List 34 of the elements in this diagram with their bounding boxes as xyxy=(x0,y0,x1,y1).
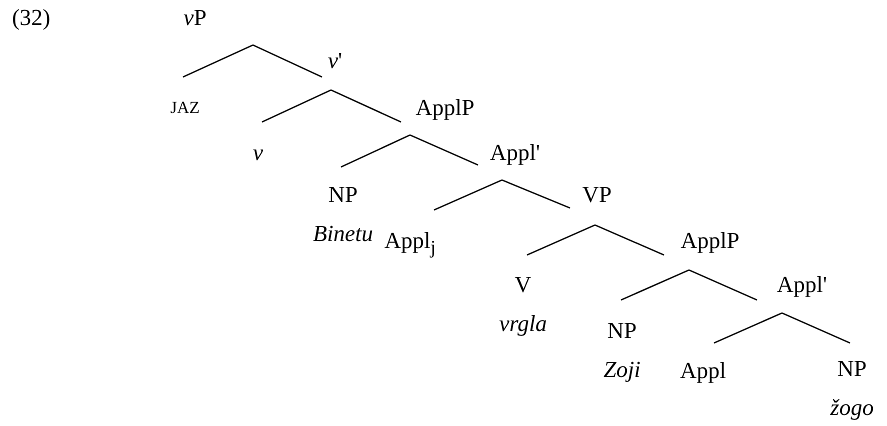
word-label: Zoji xyxy=(603,358,641,382)
category-label: ApplP xyxy=(416,95,474,121)
category-label: v' xyxy=(328,48,342,74)
category-label: Appl xyxy=(680,358,726,384)
tree-branch xyxy=(782,312,850,344)
tree-branch xyxy=(262,89,332,123)
tree-branch xyxy=(620,269,690,301)
category-label: NP xyxy=(607,318,637,344)
category-label: v xyxy=(252,140,264,166)
category-label: JAZ xyxy=(170,97,200,119)
category-label: V xyxy=(514,272,532,298)
word-label: žogo xyxy=(830,396,874,420)
tree-branch xyxy=(594,224,664,256)
example-number: (32) xyxy=(12,5,50,31)
tree-branch xyxy=(434,179,502,211)
tree-branch xyxy=(410,134,478,166)
category-label: VP xyxy=(582,182,612,208)
tree-branch xyxy=(252,44,322,78)
category-label: ApplP xyxy=(680,228,740,254)
tree-branch xyxy=(688,269,758,301)
tree-branch xyxy=(714,312,782,344)
category-label: Appl' xyxy=(776,272,828,298)
tree-branch xyxy=(182,44,254,78)
tree-branch xyxy=(526,224,596,256)
tree-branch xyxy=(340,134,410,168)
category-label: vP xyxy=(184,5,206,31)
category-label: Appl' xyxy=(490,140,540,166)
tree-branch xyxy=(330,89,402,123)
word-label: vrgla xyxy=(499,312,547,336)
category-label: NP xyxy=(837,356,867,382)
word-label: Binetu xyxy=(312,222,374,246)
category-label: Appl$_{j}$ xyxy=(384,228,436,261)
category-label: NP xyxy=(328,182,358,208)
tree-branch xyxy=(502,179,570,209)
